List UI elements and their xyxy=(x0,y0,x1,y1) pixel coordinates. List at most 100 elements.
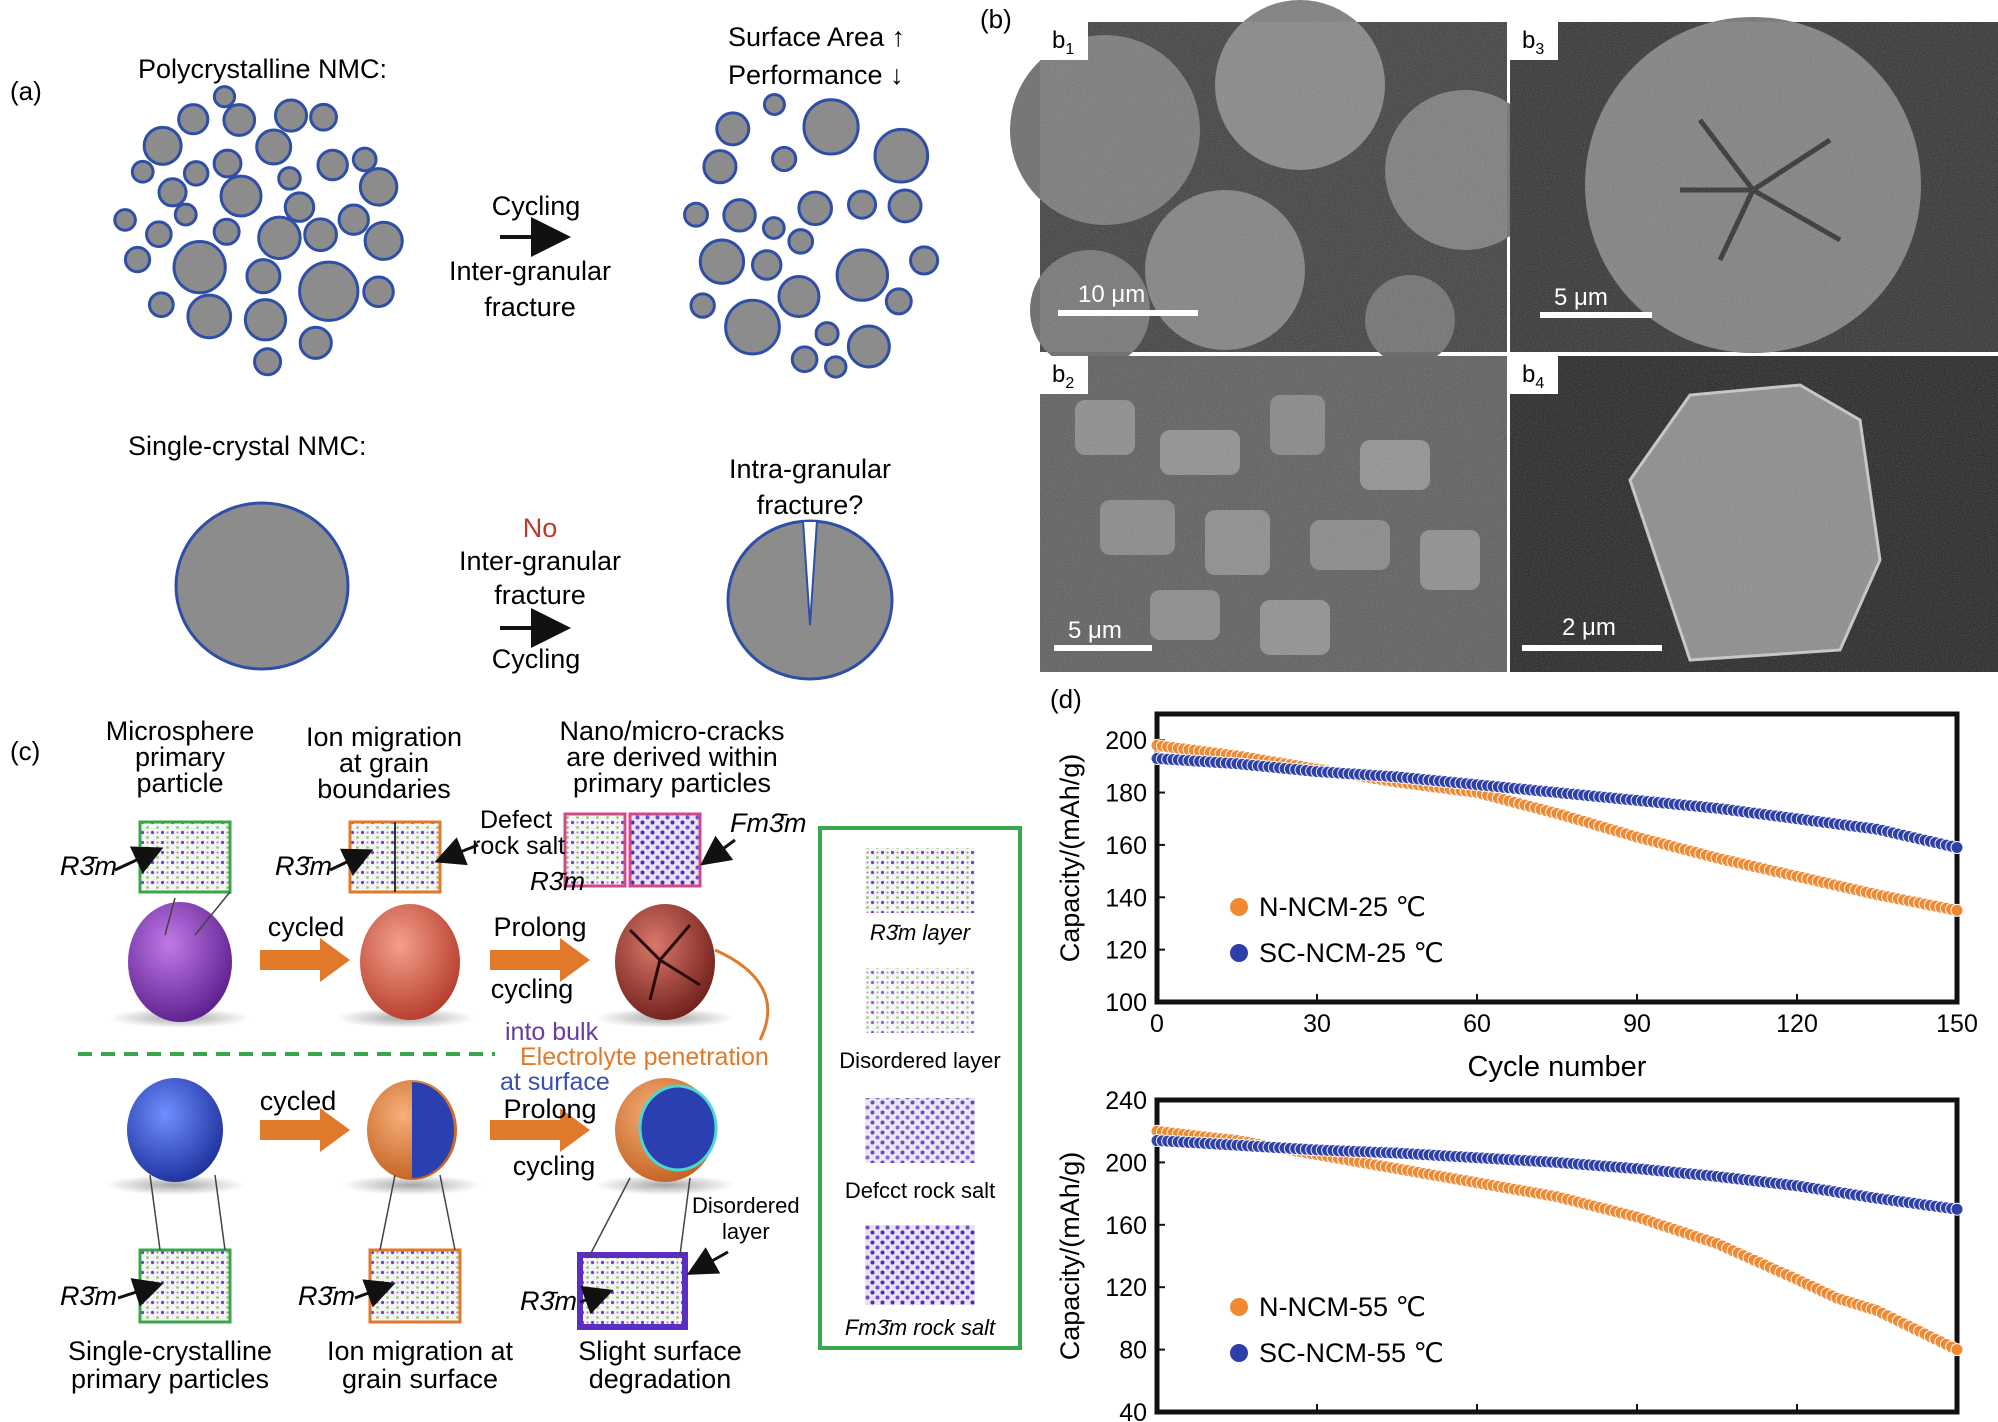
grain xyxy=(909,245,940,276)
svg-text:b3: b3 xyxy=(1522,27,1544,58)
disordered-label-2: layer xyxy=(722,1219,770,1244)
caption-degradation-2: degradation xyxy=(589,1364,732,1394)
prolong-label-1: Prolong xyxy=(493,912,586,942)
cracked-single-crystal xyxy=(726,519,894,681)
grain xyxy=(243,298,288,342)
single-crystal-particle xyxy=(174,501,350,671)
header-microsphere: Microsphere xyxy=(106,716,255,746)
fracture-label-2: fracture xyxy=(494,580,586,610)
grain xyxy=(123,245,152,274)
scale-bar-b4 xyxy=(1522,645,1662,651)
grain xyxy=(130,159,155,184)
grain xyxy=(142,125,183,166)
microsphere-particle xyxy=(128,902,232,1022)
fracture-label: fracture xyxy=(484,292,576,322)
disordered-label-1: Disordered xyxy=(692,1193,800,1218)
grain xyxy=(147,291,175,319)
header-microsphere-3: particle xyxy=(136,768,223,798)
header-ion-migration: Ion migration xyxy=(306,722,462,752)
grain xyxy=(761,216,786,240)
grain xyxy=(750,249,783,281)
y-axis-label: Capacity/(mAh/g) xyxy=(1055,754,1085,963)
grain xyxy=(698,238,746,285)
grain xyxy=(715,111,751,147)
grain xyxy=(790,345,819,374)
y-tick-label: 120 xyxy=(1105,937,1147,965)
grain xyxy=(298,260,360,322)
structure-legend: R3̄m layer Disordered layer Defcct rock … xyxy=(818,826,1022,1350)
grain xyxy=(303,217,338,253)
legend-label: N-NCM-25 ℃ xyxy=(1259,892,1426,922)
grain xyxy=(689,292,716,319)
data-point xyxy=(1950,1343,1964,1357)
grain xyxy=(724,298,781,356)
x-tick-label: 120 xyxy=(1776,1010,1818,1038)
x-tick-label: 150 xyxy=(1936,1010,1978,1038)
grain xyxy=(212,148,243,179)
x-tick-label: 20 xyxy=(1303,1420,1331,1422)
scale-bar-b1 xyxy=(1058,310,1198,316)
header-cracks-2: are derived within xyxy=(566,742,778,772)
grain xyxy=(835,248,890,302)
panel-b: (b) xyxy=(980,0,1998,672)
legend-swatch-defect xyxy=(865,1098,975,1163)
cycling-label-c1: cycling xyxy=(491,974,574,1004)
inter-granular-label: Inter-granular xyxy=(449,256,611,286)
single-crystal-title: Single-crystal NMC: xyxy=(128,431,367,461)
lattice-box-1 xyxy=(138,820,232,894)
panel-a: (a) Polycrystalline NMC: Surface Area ↑ … xyxy=(10,22,940,681)
cycling-label-c2: cycling xyxy=(513,1151,596,1181)
grain xyxy=(351,146,378,173)
header-ion-migration-3: boundaries xyxy=(317,774,451,804)
x-tick-label: 0 xyxy=(1150,1420,1164,1422)
grain xyxy=(362,275,395,308)
series-1 xyxy=(1150,1134,1964,1216)
grain xyxy=(177,103,210,136)
defect-label-2: rock salt xyxy=(472,832,565,860)
legend-r3m: R3̄m layer xyxy=(870,920,972,945)
cycled-label-2: cycled xyxy=(260,1086,337,1116)
lattice-box-3b xyxy=(628,812,702,888)
r3m-label-2: R3̄m xyxy=(275,851,332,881)
data-point xyxy=(1950,1202,1964,1216)
grain xyxy=(787,228,815,255)
grain xyxy=(283,191,316,223)
legend-swatch-disordered xyxy=(865,968,975,1033)
legend-disordered: Disordered layer xyxy=(839,1048,1000,1073)
fm3m-label: Fm3̄m xyxy=(730,808,807,838)
panel-c-label: (c) xyxy=(10,736,40,766)
grain xyxy=(802,98,860,156)
scale-label-b3: 5 μm xyxy=(1554,284,1608,311)
y-tick-label: 100 xyxy=(1105,989,1147,1017)
legend-marker xyxy=(1230,898,1248,916)
x-tick-label: 60 xyxy=(1623,1420,1651,1422)
legend-label: SC-NCM-25 ℃ xyxy=(1259,938,1444,968)
legend-marker xyxy=(1230,1298,1248,1316)
svg-text:b4: b4 xyxy=(1522,361,1544,392)
grain xyxy=(157,177,188,208)
scale-bar-b2 xyxy=(1054,645,1152,651)
grain xyxy=(316,148,349,182)
legend-swatch-r3m xyxy=(865,848,975,913)
prolong-label-2: Prolong xyxy=(503,1094,596,1124)
panel-a-label: (a) xyxy=(10,76,42,106)
cycled-label-1: cycled xyxy=(268,912,345,942)
electrolyte-label: Electrolyte penetration xyxy=(520,1043,769,1071)
legend-swatch-fm3m xyxy=(865,1225,975,1305)
scale-bar-b3 xyxy=(1540,312,1652,318)
prolong-arrow-2 xyxy=(490,1108,590,1152)
legend-fm3m: Fm3̄m rock salt xyxy=(845,1315,996,1340)
y-tick-label: 160 xyxy=(1105,1212,1147,1240)
grain xyxy=(222,103,257,137)
svg-text:b1: b1 xyxy=(1052,27,1074,58)
cycled-arrow-2 xyxy=(260,1108,350,1152)
grain xyxy=(683,201,709,228)
fractured-polycrystalline-particle xyxy=(683,92,940,379)
sem-tag-b4: b4 xyxy=(1510,356,1558,394)
grain xyxy=(337,203,370,236)
grain xyxy=(173,202,198,227)
cycled-particle xyxy=(360,904,460,1020)
y-tick-label: 200 xyxy=(1105,1149,1147,1177)
x-tick-label: 80 xyxy=(1783,1420,1811,1422)
